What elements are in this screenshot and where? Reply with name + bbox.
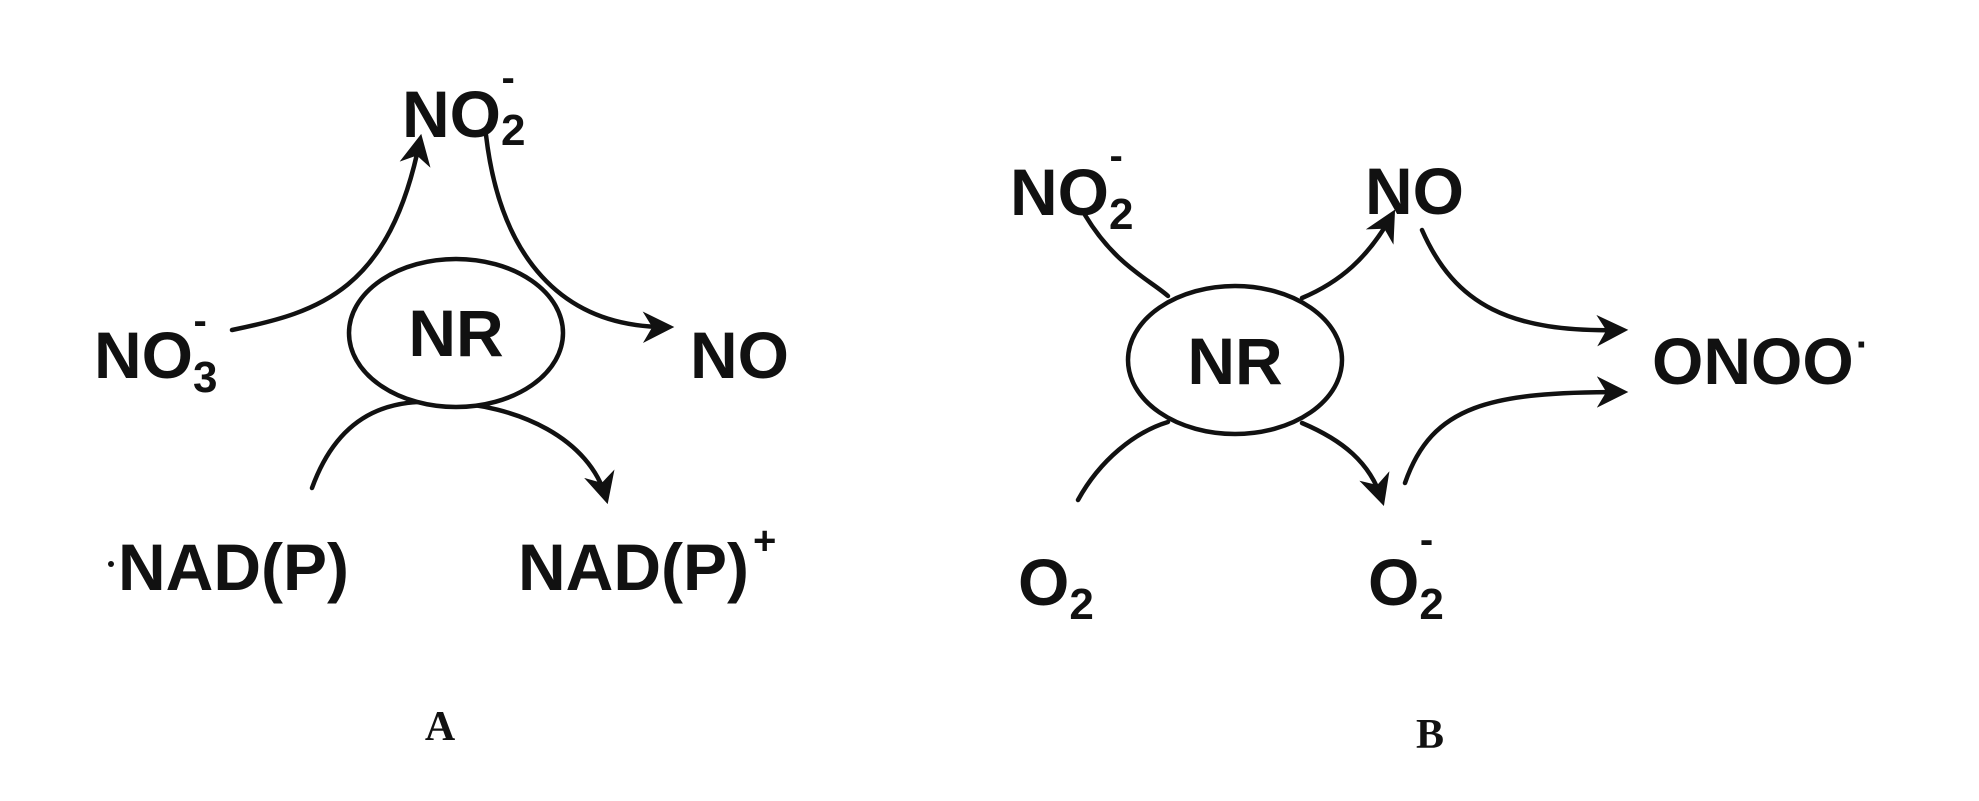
arrow-superoxide-to-peroxynitrite [1402,376,1629,486]
no-label-b: NO [1365,154,1464,228]
enzyme-ellipse-b [1125,283,1345,437]
no-label-a: NO [690,318,789,392]
arrow-enzyme-to-superoxide [1299,420,1390,507]
nadp-reduced-label: NAD(P) [118,530,349,604]
nitrite-label-b: NO2- [1010,134,1133,239]
line-oxygen-to-enzyme [1075,419,1171,503]
nitrate-label-a: NO3- [94,299,217,402]
arrow-nitrite-to-no [483,132,675,343]
dot-mark [108,561,114,567]
arrow-no-to-peroxynitrite [1419,227,1629,347]
arrow-nadph-to-nadp [309,399,615,505]
panel-caption-a: A [425,704,456,750]
nitrite-label-a: NO2- [402,56,525,155]
panel-b: NR NO2- NO ONOO· O2 O2- B [1010,134,1869,758]
enzyme-label-b: NR [1187,324,1282,398]
line-nitrite-to-enzyme [1082,212,1171,299]
enzyme-label-a: NR [408,296,503,370]
panel-caption-b: B [1416,712,1444,758]
superoxide-label: O2- [1368,518,1444,629]
arrow-enzyme-to-no [1299,209,1396,301]
panel-a: NR NO2- NO3- NO NAD(P) NAD(P)+ A [94,56,789,750]
arrow-nitrate-to-nitrite [229,133,431,333]
enzyme-ellipse-a [346,256,566,410]
peroxynitrite-label: ONOO· [1652,323,1869,398]
nadp-oxidized-label: NAD(P)+ [518,519,776,604]
oxygen-label: O2 [1018,545,1094,629]
